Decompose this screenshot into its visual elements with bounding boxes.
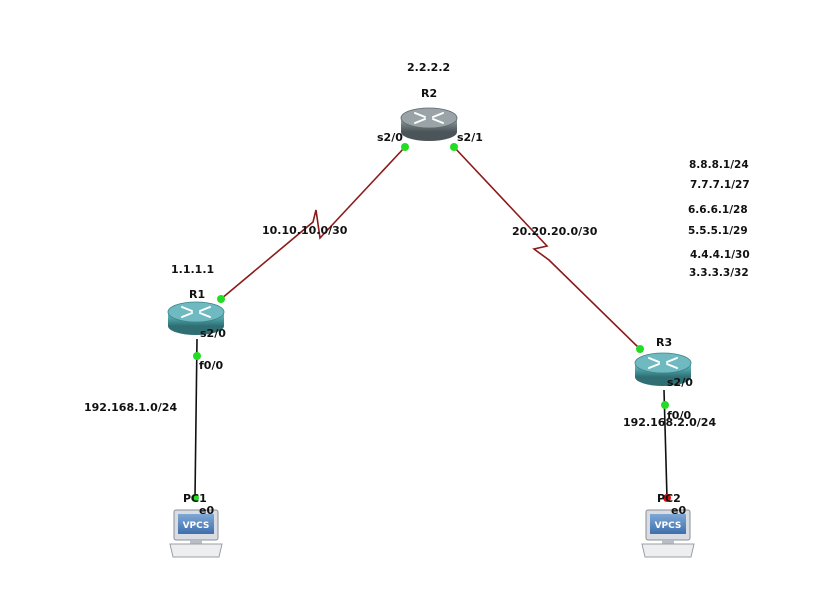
router-arrows-icon bbox=[648, 357, 678, 369]
port-status-pc2-e0 bbox=[663, 494, 671, 502]
r3-port-f0-0-label: f0/0 bbox=[667, 409, 691, 422]
r3-loopback-3: 3.3.3.3/32 bbox=[689, 267, 749, 279]
computer-icon bbox=[169, 509, 223, 558]
r2-port-s2-1-label: s2/1 bbox=[457, 131, 483, 144]
labels-layer: 2.2.2.2 R2 s2/0 s2/1 10.10.10.0/30 20.20… bbox=[84, 61, 750, 517]
vpcs-badge: VPCS bbox=[655, 521, 682, 531]
pc1-port-label: e0 bbox=[199, 504, 214, 517]
pc2-port-label: e0 bbox=[671, 504, 686, 517]
r1-loopback-label: 1.1.1.1 bbox=[171, 263, 214, 276]
r2-port-s2-0-label: s2/0 bbox=[377, 131, 403, 144]
computer-icon bbox=[641, 509, 695, 558]
r3-loopback-8: 8.8.8.1/24 bbox=[689, 159, 749, 171]
link-r1-r2[interactable] bbox=[220, 146, 406, 300]
link-r2-r3[interactable] bbox=[453, 146, 641, 350]
host-pc1[interactable]: VPCS bbox=[169, 509, 223, 558]
lan1-network-label: 192.168.1.0/24 bbox=[84, 401, 177, 414]
port-status-r1-s2-0 bbox=[217, 295, 225, 303]
port-status-r2-s2-0 bbox=[401, 143, 409, 151]
port-status-pc1-e0 bbox=[191, 494, 199, 502]
link-r2-r3-network-label: 20.20.20.0/30 bbox=[512, 225, 598, 238]
port-status-r2-s2-1 bbox=[450, 143, 458, 151]
r1-port-f0-0-label: f0/0 bbox=[199, 359, 223, 372]
r3-loopback-7: 7.7.7.1/27 bbox=[690, 179, 750, 191]
r2-loopback-label: 2.2.2.2 bbox=[407, 61, 450, 74]
port-status-layer bbox=[191, 143, 671, 502]
r3-name-label: R3 bbox=[656, 336, 672, 349]
links-layer bbox=[194, 146, 668, 499]
r3-port-s2-0-label: s2/0 bbox=[667, 376, 693, 389]
pc1-name-label: PC1 bbox=[183, 492, 207, 505]
vpcs-badge: VPCS bbox=[183, 521, 210, 531]
host-pc2[interactable]: VPCS bbox=[641, 509, 695, 558]
link-r1-r2-network-label: 10.10.10.0/30 bbox=[262, 224, 348, 237]
link-r1-pc1[interactable] bbox=[194, 338, 198, 499]
r3-loopback-6: 6.6.6.1/28 bbox=[688, 204, 748, 216]
router-r2[interactable] bbox=[400, 107, 458, 141]
r1-name-label: R1 bbox=[189, 288, 205, 301]
port-status-r3-f0-0 bbox=[661, 401, 669, 409]
r1-port-s2-0-label: s2/0 bbox=[200, 327, 226, 340]
router-arrows-icon bbox=[181, 306, 211, 318]
r2-name-label: R2 bbox=[421, 87, 437, 100]
port-status-r3-s2-0 bbox=[636, 345, 644, 353]
router-r1[interactable] bbox=[167, 301, 225, 335]
r3-loopback-5: 5.5.5.1/29 bbox=[688, 225, 748, 237]
lan2-network-label: 192.168.2.0/24 bbox=[623, 416, 716, 429]
router-arrows-icon bbox=[414, 112, 444, 124]
r3-loopback-4: 4.4.4.1/30 bbox=[690, 249, 750, 261]
port-status-r1-f0-0 bbox=[193, 352, 201, 360]
router-r3[interactable] bbox=[634, 352, 692, 386]
pc2-name-label: PC2 bbox=[657, 492, 681, 505]
